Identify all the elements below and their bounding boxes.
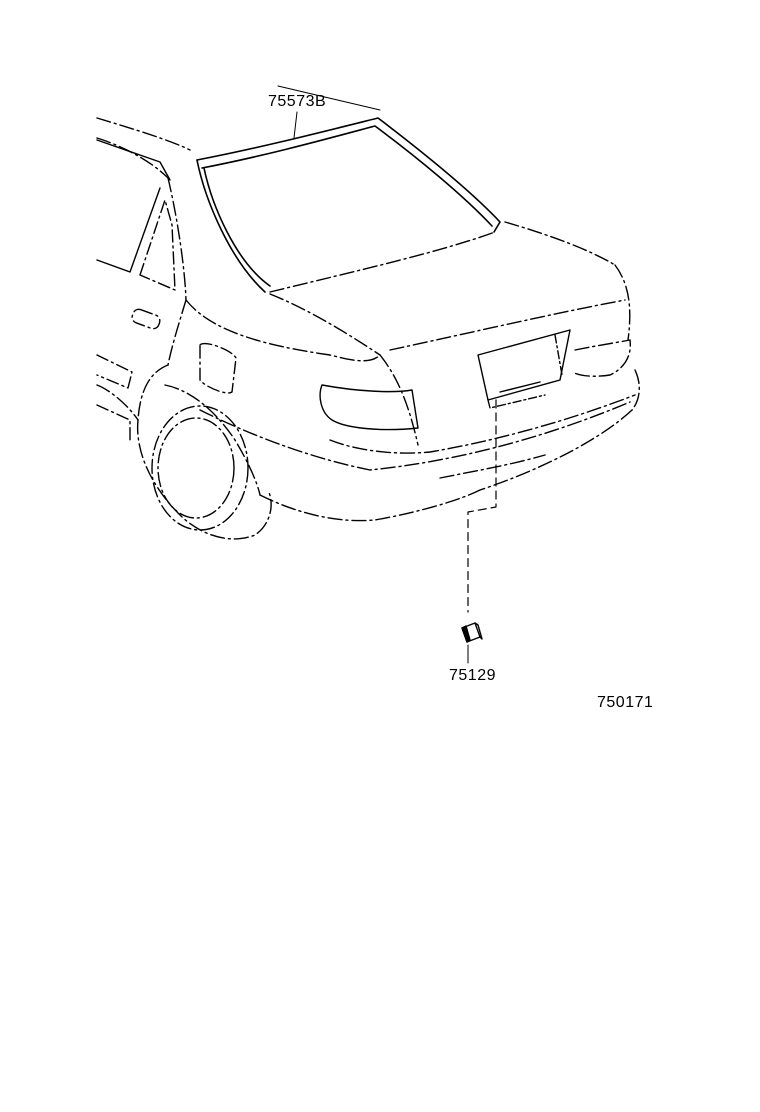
clip-part (462, 623, 482, 642)
callout-leaders (278, 86, 468, 663)
fuel-door (200, 344, 236, 393)
tail-lamp-right (572, 340, 630, 376)
tail-lamp-left (320, 385, 418, 430)
rear-glass-edge (270, 232, 495, 292)
clip-location-line (468, 400, 496, 612)
trunk-lid (270, 222, 630, 445)
roof-outline (97, 118, 190, 365)
rear-bumper (200, 370, 639, 521)
rear-door (97, 308, 161, 440)
rear-side-window (97, 140, 175, 290)
callout-clip: 75129 (449, 667, 496, 684)
license-plate-area (478, 330, 570, 408)
rear-wheel (97, 365, 271, 539)
diagram-code: 750171 (597, 694, 654, 711)
callout-rear-window-molding: 75573B (268, 93, 327, 110)
quarter-panel (186, 300, 380, 361)
rear-window-molding (197, 118, 500, 292)
